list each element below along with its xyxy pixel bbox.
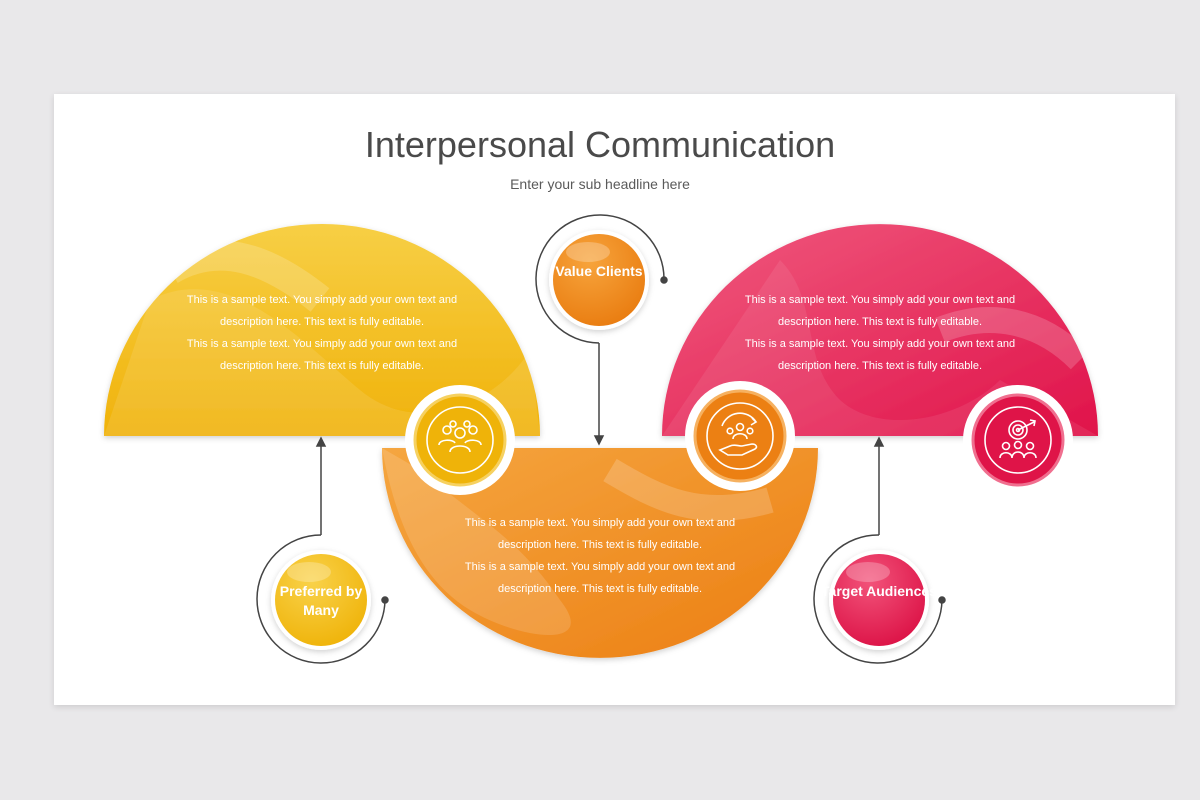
center-panel [382,448,818,658]
hand-people-cycle-icon [718,412,758,456]
bubble-preferred [271,550,371,650]
connector-preferred [256,436,389,664]
center-panel-text: This is a sample text. You simply add yo… [450,512,750,600]
center-panel-paragraph-1: This is a sample text. You simply add yo… [464,517,736,551]
bubble-preferred-label: Preferred by Many [279,583,363,618]
left-panel-paragraph-2: This is a sample text. You simply add yo… [186,338,458,372]
center-panel-paragraph-2: This is a sample text. You simply add yo… [464,561,736,595]
bubble-target [829,550,929,650]
right-panel-paragraph-2: This is a sample text. You simply add yo… [744,338,1016,372]
connector-value [535,214,668,446]
page-subtitle: Enter your sub headline here [510,176,690,192]
left-panel-paragraph-1: This is a sample text. You simply add yo… [186,294,458,328]
left-panel [104,224,540,436]
page-title: Interpersonal Communication [364,124,836,165]
right-icon-disc [963,385,1073,495]
left-icon-disc [405,385,515,495]
bubble-value [549,230,649,330]
target-audience-icon [999,419,1037,459]
connector-target [813,436,946,664]
right-panel-paragraph-1: This is a sample text. You simply add yo… [744,294,1016,328]
bubble-value-label: Value Clients [555,263,643,279]
center-icon-disc [685,381,795,491]
bubble-target-label: Target Audiences [821,583,937,599]
right-panel-text: This is a sample text. You simply add yo… [730,289,1030,377]
left-panel-text: This is a sample text. You simply add yo… [172,289,472,377]
people-group-icon [438,420,482,453]
